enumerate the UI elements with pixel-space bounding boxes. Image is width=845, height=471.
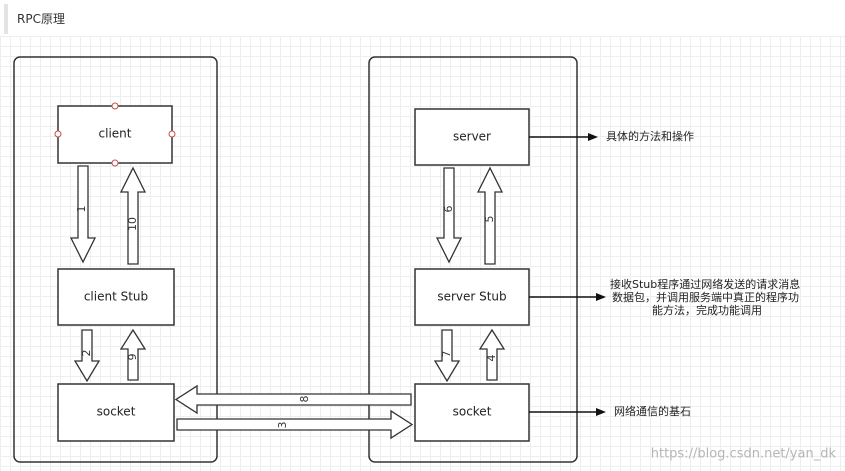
step-label-6: 6 [442, 206, 455, 213]
server-stub-label: server Stub [437, 290, 506, 304]
client-node-label: client [99, 127, 132, 141]
arrow-step-3 [176, 409, 414, 440]
client-node: client [54, 102, 176, 167]
step-label-10: 10 [126, 217, 139, 231]
client-socket-node: socket [57, 383, 175, 442]
step-label-7: 7 [440, 351, 453, 358]
step-label-5: 5 [483, 216, 496, 223]
server-note: 具体的方法和操作 [606, 129, 694, 143]
step-label-9: 9 [126, 354, 139, 361]
server-stub-node: server Stub [414, 268, 530, 326]
arrow-step-8 [174, 384, 412, 415]
stub-note-line-3: 能方法，完成功能调用 [652, 303, 762, 317]
stub-note-line-1: 接收Stub程序通过网络发送的请求消息 [610, 277, 800, 291]
watermark: https://blog.csdn.net/yan_dk [651, 447, 837, 462]
page-title: RPC原理 [17, 12, 65, 26]
section-header: RPC原理 [0, 0, 845, 36]
server-node-label: server [453, 130, 491, 144]
arrow-step-7 [433, 329, 461, 383]
header-accent-bar [4, 4, 8, 34]
server-container [368, 56, 578, 463]
client-container [13, 56, 218, 463]
stub-note-connector [529, 293, 606, 301]
client-stub-node: client Stub [57, 268, 175, 326]
arrow-step-4 [478, 328, 506, 381]
client-stub-label: client Stub [84, 290, 148, 304]
stub-note-line-2: 数据包，并调用服务端中真正的程序功 [612, 290, 799, 304]
arrow-step-5 [476, 166, 504, 265]
client-socket-label: socket [97, 405, 136, 419]
arrow-step-1 [69, 165, 97, 264]
step-label-3: 3 [276, 422, 289, 429]
arrow-step-10 [119, 166, 147, 265]
step-label-4: 4 [485, 355, 498, 362]
arrow-step-6 [435, 167, 463, 264]
server-note-connector [529, 133, 598, 141]
step-label-1: 1 [75, 206, 88, 213]
server-node: server [414, 108, 530, 166]
step-label-2: 2 [80, 350, 93, 357]
server-socket-label: socket [453, 405, 492, 419]
server-socket-node: socket [414, 383, 530, 442]
step-label-8: 8 [298, 396, 311, 403]
arrow-step-9 [119, 328, 147, 381]
socket-note: 网络通信的基石 [614, 404, 691, 418]
socket-note-connector [529, 408, 606, 416]
arrow-step-2 [73, 329, 101, 383]
